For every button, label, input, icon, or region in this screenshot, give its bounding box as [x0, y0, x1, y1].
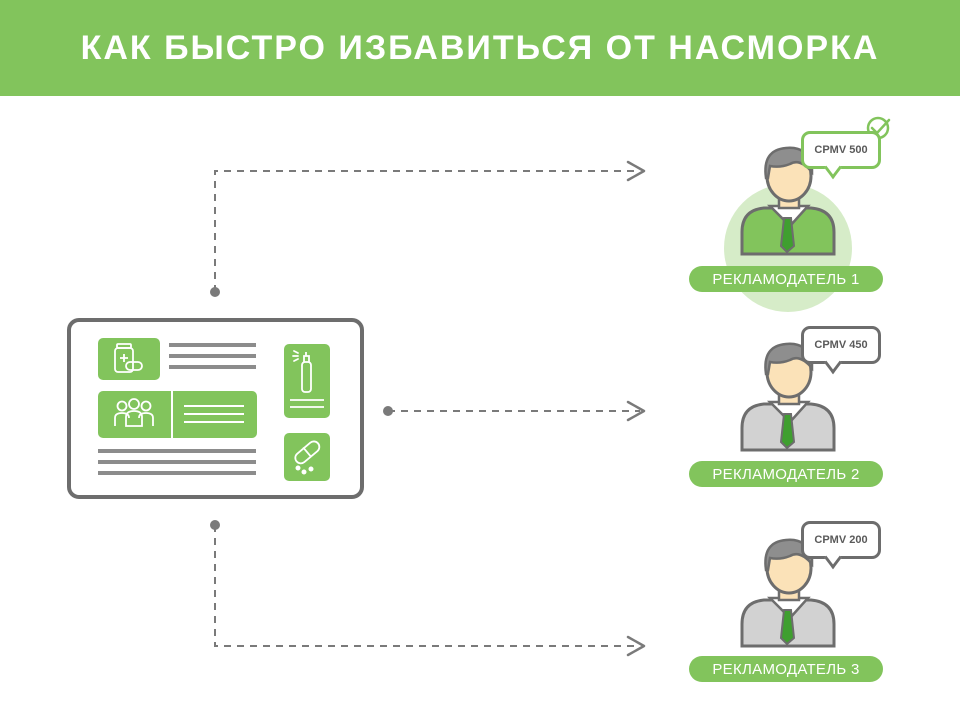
arrow-icon [626, 160, 646, 182]
nasal-spray-icon [290, 350, 324, 408]
arrowheads [626, 160, 646, 657]
banner-text-lines [184, 405, 244, 423]
person-icon [740, 342, 836, 452]
header-banner: КАК БЫСТРО ИЗБАВИТЬСЯ ОТ НАСМОРКА [0, 0, 960, 96]
text-lines-bottom [98, 449, 256, 475]
page-title: КАК БЫСТРО ИЗБАВИТЬСЯ ОТ НАСМОРКА [80, 28, 880, 67]
website-mockup [67, 318, 364, 499]
person-icon [740, 538, 836, 648]
ad-slot-capsule [284, 433, 330, 481]
bid-bubble-1: CPMV 500 [801, 131, 881, 180]
medicine-bottle-icon [114, 343, 143, 373]
people-icon [114, 398, 154, 427]
capsule-icon [294, 440, 321, 475]
person-icon [740, 146, 836, 256]
text-lines-top [169, 343, 256, 369]
connector-dots [210, 287, 393, 530]
bid-bubble-2: CPMV 450 [801, 326, 881, 375]
arrow-icon [626, 635, 646, 657]
connector-advertiser-1 [214, 170, 640, 292]
arrow-icon [626, 400, 646, 422]
connector-advertiser-3 [214, 525, 640, 647]
advertiser-label-2: РЕКЛАМОДАТЕЛЬ 2 [689, 461, 883, 487]
bid-bubble-3: CPMV 200 [801, 521, 881, 570]
connectors [214, 170, 640, 647]
advertiser-label-1: РЕКЛАМОДАТЕЛЬ 1 [689, 266, 883, 292]
ad-slot-medicine [98, 338, 160, 380]
advertiser-label-3: РЕКЛАМОДАТЕЛЬ 3 [689, 656, 883, 682]
